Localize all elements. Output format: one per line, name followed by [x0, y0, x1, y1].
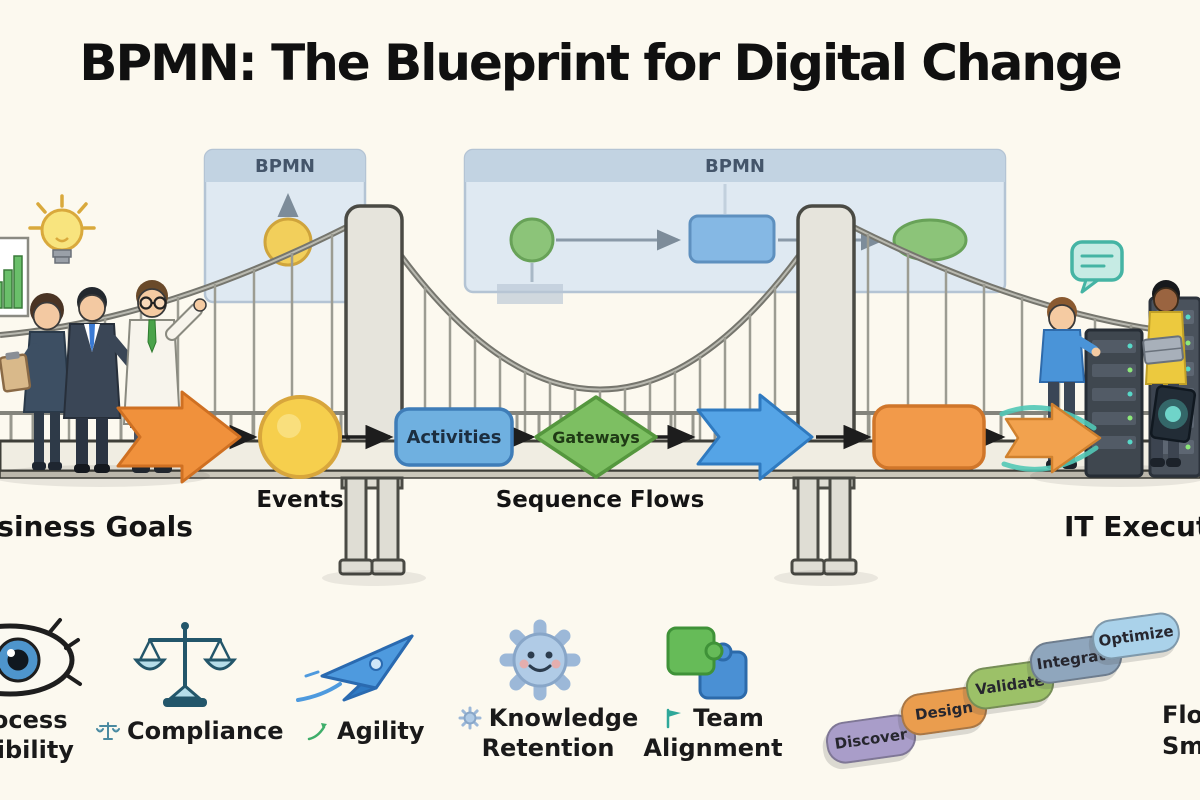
chat-bubble-icon: [1070, 240, 1124, 294]
puzzle-icon: [666, 626, 748, 700]
bridge-tower-right-legs: [790, 476, 858, 576]
step-label: Optimize: [1097, 621, 1175, 651]
compliance-label: Compliance: [96, 716, 284, 746]
bpmn-panel-left-title: BPMN: [255, 156, 315, 177]
page-title: BPMN: The Blueprint for Digital Change: [79, 34, 1122, 92]
it-execution-label: IT Execution: [1064, 510, 1200, 543]
bpmn-panel-left: [203, 148, 367, 304]
eye-icon: [0, 618, 82, 697]
knowledge-retention-label: Knowledge Retention: [448, 703, 648, 763]
benefit-line: Compliance: [127, 717, 284, 745]
panel-start-circle: [509, 217, 555, 263]
benefit-line: Team: [693, 704, 764, 732]
chevron-arrow-shape: [696, 393, 814, 481]
bpmn-panel-right-title: BPMN: [705, 156, 765, 177]
lightbulb-icon: [28, 194, 96, 264]
event-circle: [258, 395, 342, 479]
benefit-line: Retention: [481, 734, 615, 762]
corner-note-line: Flow: [1162, 701, 1200, 729]
benefit-line: Visibility: [0, 736, 74, 764]
gateways-label: Gateways: [552, 427, 640, 447]
gear-face-icon: [499, 619, 581, 701]
mini-arrow-icon: [306, 719, 330, 743]
business-goals-label: Business Goals: [0, 510, 193, 543]
tablet-icon: [1149, 385, 1197, 443]
tower-right-shadow: [774, 570, 878, 586]
start-arrow-shape: [116, 390, 242, 484]
step-label: Discover: [833, 725, 909, 753]
bridge-tower-left: [344, 204, 404, 448]
team-alignment-label: Team Alignment: [618, 703, 808, 763]
activity-box: [394, 407, 514, 467]
mini-flag-icon: [662, 706, 686, 730]
main-cable-highlight: [0, 212, 1200, 391]
corner-note: Flow Smarter: [1162, 700, 1200, 762]
rocket-icon: [296, 634, 414, 702]
panel-event-circle: [263, 217, 313, 267]
events-label: Events: [256, 487, 344, 513]
mini-scales-icon: [96, 719, 120, 743]
panel-task-box: [688, 214, 776, 264]
mini-gear-icon: [458, 706, 482, 730]
agility-label: Agility: [306, 716, 425, 746]
gateway-diamond: [534, 395, 658, 479]
activities-label: Activities: [406, 426, 502, 448]
bridge-tower-left-legs: [338, 476, 406, 576]
benefit-line: Knowledge: [488, 704, 639, 732]
benefit-line: Alignment: [643, 734, 783, 762]
sequence-flows-label: Sequence Flows: [495, 487, 705, 513]
process-visibility-label: Process Visibility: [0, 705, 115, 765]
benefit-line: Process: [0, 706, 68, 734]
step-label: Design: [913, 698, 975, 724]
tower-left-shadow: [322, 570, 426, 586]
launch-arrow: [999, 402, 1102, 474]
scales-icon: [132, 622, 238, 707]
corner-note-line: Smarter: [1162, 732, 1200, 760]
benefit-line: Agility: [337, 717, 425, 745]
bridge-tower-right: [796, 204, 856, 448]
bpmn-panel-right: [463, 148, 1007, 304]
task-box-orange: [872, 404, 986, 470]
chart-icon: [0, 236, 30, 318]
